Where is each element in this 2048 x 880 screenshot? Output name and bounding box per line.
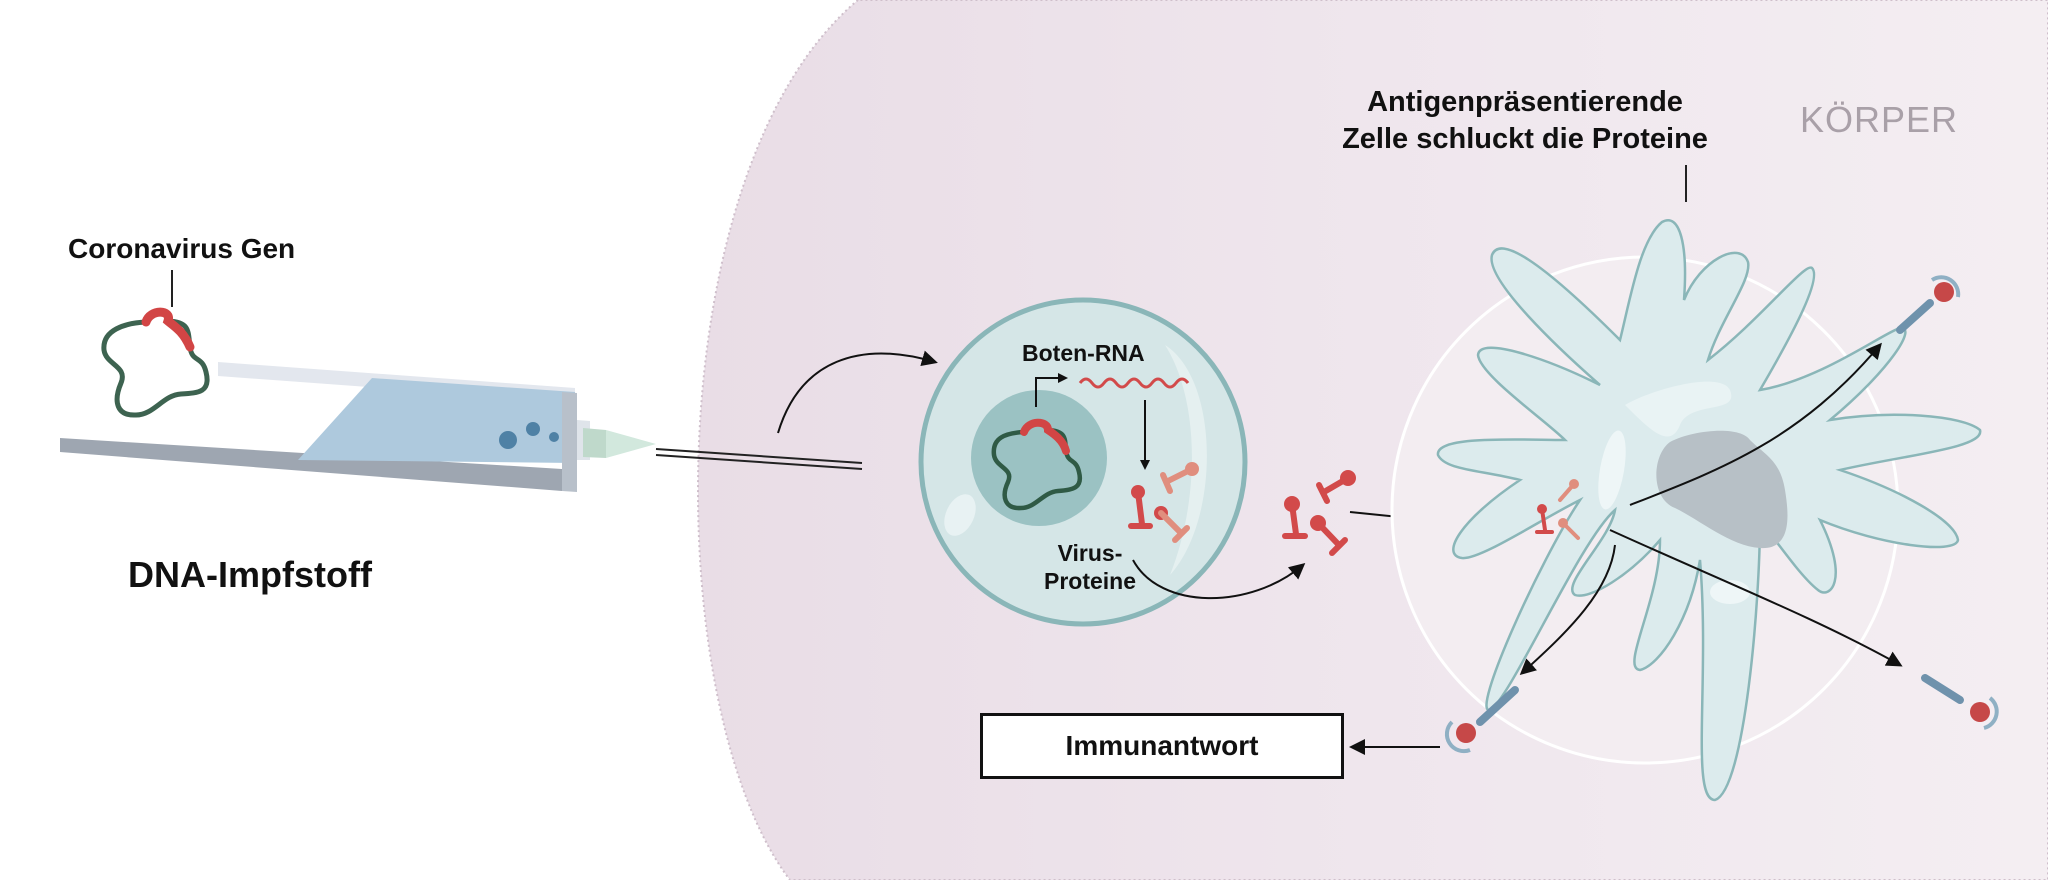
antigen-presenting-cell [1390,165,1982,802]
virus-proteins-label-line1: Virus- [1057,540,1123,566]
coronavirus-gene-label: Coronavirus Gen [68,233,296,264]
syringe-icon [60,362,863,492]
antigen-receptor-icon [1444,686,1519,754]
virus-protein-icon [1128,462,1199,543]
apc-nucleus [1656,430,1788,549]
host-cell [918,297,1248,627]
body-label: KÖRPER [1800,99,1959,140]
virus-proteins-label-line2: Proteine [1043,567,1137,594]
dna-vaccine-label: DNA-Impfstoff [128,554,372,595]
ingested-virus-proteins [1535,479,1580,540]
antigen-receptor-icon [1896,275,1961,334]
arrow-into-cell [777,350,938,434]
released-virus-proteins [1282,470,1356,556]
immune-response-label: Immunantwort [1065,730,1259,762]
antigen-receptor-icon [1921,674,1999,730]
virus-proteins-label: Virus- Proteine [1030,540,1150,595]
dna-plasmid-icon [101,270,210,418]
apc-label-line1: Antigenpräsentierende [1367,86,1683,118]
immune-response-box: Immunantwort [980,713,1344,779]
mrna-wave-icon [1078,377,1190,389]
mrna-label: Boten-RNA [1022,340,1145,366]
arrow-out-of-cell [1132,559,1306,600]
arrow-to-receptor-bottom [1519,544,1616,676]
apc-label: Antigenpräsentierende Zelle schluckt die… [1280,84,1770,158]
arrow-to-receptor-right [1609,529,1903,667]
transcription-arrow [1035,373,1068,407]
apc-label-line2: Zelle schluckt die Proteine [1342,122,1708,155]
arrow-to-receptor-top [1629,342,1882,506]
